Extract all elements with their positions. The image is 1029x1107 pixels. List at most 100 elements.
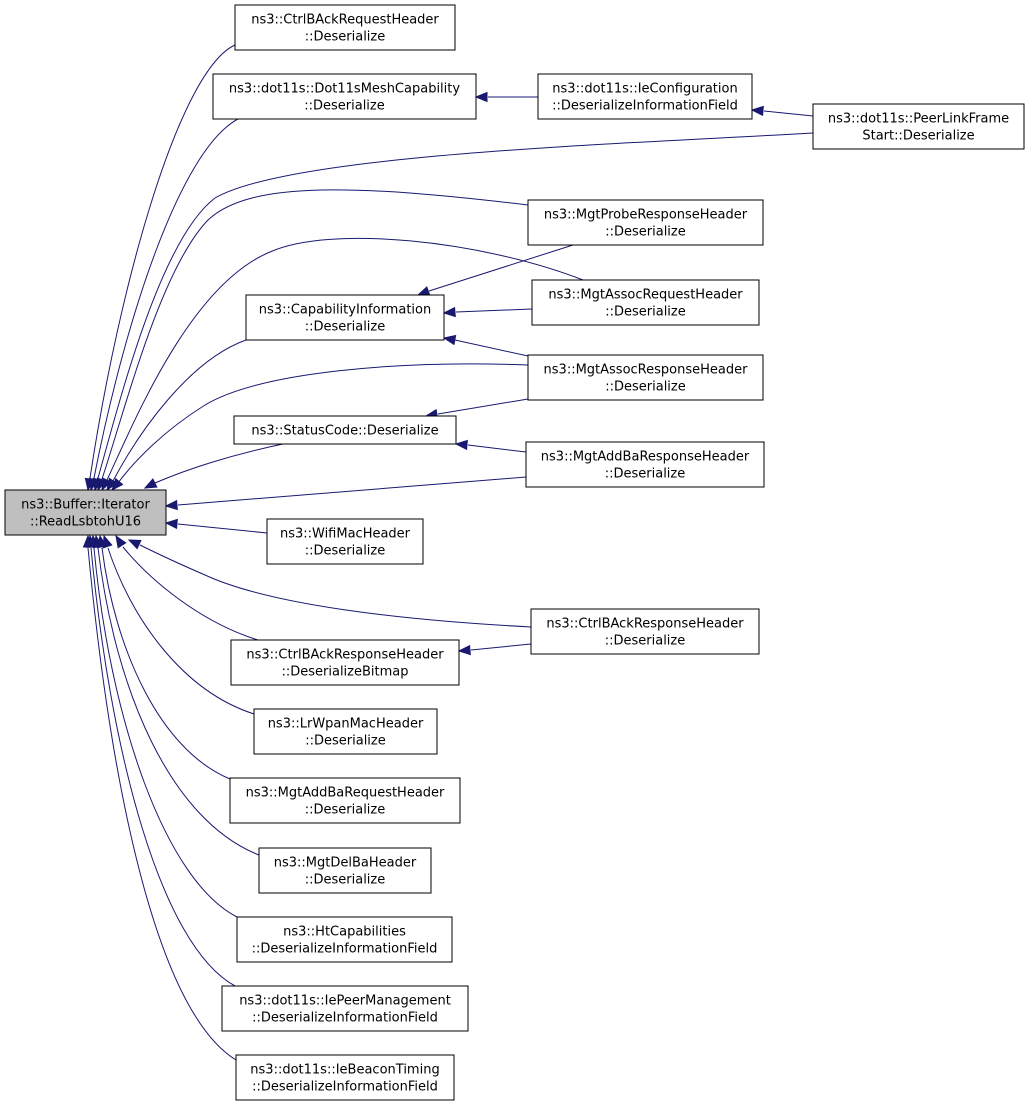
call-edges — [82, 44, 814, 1061]
arrowhead-icon — [457, 644, 471, 656]
edge-line — [454, 339, 529, 357]
node-ctrlbackrsp[interactable]: ns3::CtrlBAckResponseHeader::Deserialize — [530, 608, 760, 655]
node-box — [266, 518, 424, 565]
node-addbareq[interactable]: ns3::MgtAddBaRequestHeader::Deserialize — [229, 777, 461, 824]
node-label-line: ns3::dot11s::IeConfiguration — [552, 82, 737, 97]
node-htcap[interactable]: ns3::HtCapabilities::DeserializeInformat… — [236, 916, 453, 963]
node-assocrsp[interactable]: ns3::MgtAssocResponseHeader::Deserialize — [527, 354, 764, 401]
node-box — [527, 354, 764, 401]
edge-iepeer-to-root — [85, 534, 236, 987]
edge-line — [93, 547, 238, 918]
node-label-line: ::Deserialize — [305, 30, 386, 45]
node-label-line: ::DeserializeInformationField — [552, 99, 738, 114]
edge-ctrlbackrsp-to-bitmap — [457, 643, 532, 656]
node-capinfo[interactable]: ns3::CapabilityInformation::Deserialize — [245, 294, 445, 341]
node-label-line: ns3::MgtAssocRequestHeader — [548, 288, 743, 303]
node-label-line: ns3::StatusCode::Deserialize — [251, 424, 438, 439]
arrowhead-icon — [164, 518, 178, 530]
node-box — [537, 73, 753, 120]
edge-line — [763, 110, 814, 117]
edge-line — [177, 523, 268, 534]
node-box — [253, 708, 438, 755]
node-label-line: ::Deserialize — [304, 99, 385, 114]
node-lrwpan[interactable]: ns3::LrWpanMacHeader::Deserialize — [253, 708, 438, 755]
edge-line — [90, 547, 236, 987]
node-box — [212, 73, 477, 120]
arrowhead-icon — [750, 105, 764, 117]
node-statuscode[interactable]: ns3::StatusCode::Deserialize — [233, 415, 457, 445]
node-ctrlbackreq[interactable]: ns3::CtrlBAckRequestHeader::Deserialize — [234, 4, 456, 51]
node-label-line: ::Deserialize — [305, 544, 386, 559]
edge-line — [112, 339, 247, 482]
node-label-line: Start::Deserialize — [862, 129, 974, 144]
arrowhead-icon — [106, 477, 118, 492]
node-label-line: ::Deserialize — [605, 467, 686, 482]
node-probersp[interactable]: ns3::MgtProbeResponseHeader::Deserialize — [527, 199, 764, 246]
node-label-line: ns3::dot11s::IePeerManagement — [239, 994, 451, 1009]
node-addbarsp[interactable]: ns3::MgtAddBaResponseHeader::Deserialize — [525, 441, 765, 488]
arrowhead-icon — [143, 478, 158, 489]
node-box — [230, 639, 460, 686]
node-peerlink[interactable]: ns3::dot11s::PeerLinkFrameStart::Deseria… — [812, 103, 1025, 150]
node-delba[interactable]: ns3::MgtDelBaHeader::Deserialize — [258, 847, 432, 894]
node-label-line: ::DeserializeInformationField — [252, 942, 438, 957]
node-label-line: ns3::dot11s::IeBeaconTiming — [250, 1063, 439, 1078]
edge-ctrlbackrsp-to-root — [127, 539, 532, 628]
edge-line — [177, 476, 527, 506]
edge-assocreq-to-capinfo — [442, 306, 533, 318]
node-label-line: ::DeserializeInformationField — [252, 1080, 438, 1095]
edge-line — [470, 643, 532, 651]
node-box — [236, 916, 453, 963]
edge-ieconfig-to-meshcap — [474, 91, 538, 103]
node-label-line: ::ReadLsbtohU16 — [30, 515, 141, 530]
edge-peerlink-to-ieconfig — [750, 105, 814, 117]
edge-line — [101, 547, 231, 780]
node-label-line: ns3::WifiMacHeader — [280, 527, 411, 542]
node-label-line: ns3::LrWpanMacHeader — [268, 717, 424, 732]
arrowhead-icon — [454, 439, 468, 451]
edge-line — [107, 547, 255, 715]
edge-line — [97, 547, 260, 856]
edge-line — [139, 544, 532, 628]
edge-assocrsp-to-root — [111, 363, 529, 492]
node-label-line: ns3::HtCapabilities — [283, 925, 406, 940]
node-box — [531, 279, 760, 326]
node-label-line: ::Deserialize — [605, 225, 686, 240]
node-bitmap[interactable]: ns3::CtrlBAckResponseHeader::Deserialize… — [230, 639, 460, 686]
node-label-line: ns3::CtrlBAckResponseHeader — [546, 617, 744, 632]
node-label-line: ns3::dot11s::PeerLinkFrame — [828, 112, 1009, 127]
node-root[interactable]: ns3::Buffer::Iterator::ReadLsbtohU16 — [4, 489, 167, 536]
node-box — [525, 441, 765, 488]
node-label-line: ns3::CapabilityInformation — [259, 303, 431, 318]
arrowhead-icon — [474, 91, 488, 103]
edge-wifimac-to-root — [164, 518, 268, 534]
node-box — [221, 985, 469, 1032]
node-label-line: ns3::CtrlBAckResponseHeader — [246, 648, 444, 663]
node-label-line: ns3::MgtAssocResponseHeader — [544, 363, 749, 378]
node-box — [245, 294, 445, 341]
node-label-line: ::DeserializeInformationField — [252, 1011, 438, 1026]
node-iebeacon[interactable]: ns3::dot11s::IeBeaconTiming::Deserialize… — [235, 1054, 455, 1101]
node-box — [233, 415, 457, 445]
node-iepeer[interactable]: ns3::dot11s::IePeerManagement::Deseriali… — [221, 985, 469, 1032]
node-label-line: ns3::dot11s::Dot11sMeshCapability — [229, 82, 460, 97]
node-box — [812, 103, 1025, 150]
node-label-line: ns3::MgtAddBaResponseHeader — [541, 450, 750, 465]
edge-line — [428, 244, 574, 292]
edge-line — [87, 547, 237, 1061]
node-box — [530, 608, 760, 655]
node-ieconfig[interactable]: ns3::dot11s::IeConfiguration::Deserializ… — [537, 73, 753, 120]
node-box — [527, 199, 764, 246]
edge-bitmap-to-root — [115, 534, 259, 641]
edge-line — [101, 189, 529, 480]
node-meshcap[interactable]: ns3::dot11s::Dot11sMeshCapability::Deser… — [212, 73, 477, 120]
node-assocreq[interactable]: ns3::MgtAssocRequestHeader::Deserialize — [531, 279, 760, 326]
node-label-line: ns3::Buffer::Iterator — [21, 498, 150, 513]
edge-line — [97, 132, 814, 479]
node-label-line: ::Deserialize — [305, 803, 386, 818]
node-label-line: ::Deserialize — [305, 734, 386, 749]
edge-lrwpan-to-root — [102, 534, 255, 715]
edge-line — [106, 237, 584, 481]
node-wifimac[interactable]: ns3::WifiMacHeader::Deserialize — [266, 518, 424, 565]
